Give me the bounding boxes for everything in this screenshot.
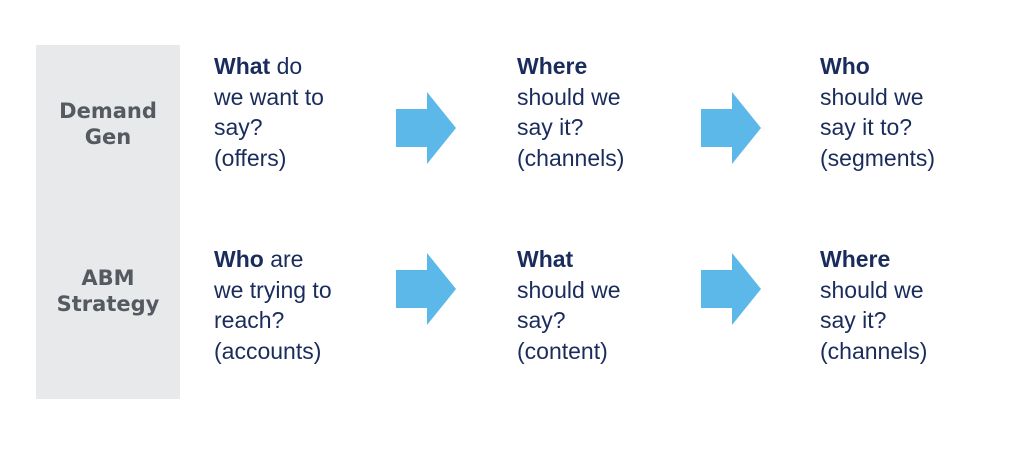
step-line: we trying to	[214, 276, 332, 303]
step-heading: Where	[820, 244, 927, 275]
row-label-abm-strategy: ABM Strategy	[36, 265, 180, 317]
step-keyword: What	[214, 53, 271, 79]
step-card: What do we want to say? (offers)	[214, 51, 324, 173]
step-heading: What	[517, 244, 621, 275]
step-line: (channels)	[820, 337, 928, 364]
step-line: say it?	[517, 114, 584, 140]
step-card: Who are we trying to reach? (accounts)	[214, 244, 332, 366]
step-line: should we	[820, 83, 924, 110]
row-label-line: Strategy	[56, 292, 160, 316]
step-line: should we	[517, 276, 621, 303]
right-arrow-icon	[396, 92, 456, 164]
step-heading: What do	[214, 51, 324, 82]
step-line: should we	[820, 276, 924, 303]
step-line: say?	[517, 307, 566, 333]
step-line: (segments)	[820, 144, 936, 171]
step-line: say it to?	[820, 114, 913, 140]
step-line: say?	[214, 114, 263, 140]
row-label-demand-gen: Demand Gen	[36, 98, 180, 150]
step-line: (offers)	[214, 144, 287, 171]
step-heading: Where	[517, 51, 624, 82]
step-line: reach?	[214, 307, 285, 333]
row-label-line: ABM	[81, 266, 135, 290]
step-keyword: Who	[820, 53, 870, 79]
right-arrow-icon	[396, 253, 456, 325]
step-keyword: Where	[820, 246, 891, 272]
step-card: What should we say? (content)	[517, 244, 621, 366]
right-arrow-icon	[701, 92, 761, 164]
step-line: say it?	[820, 307, 887, 333]
step-heading-rest: are	[263, 246, 304, 272]
step-line: (content)	[517, 337, 608, 364]
step-keyword: Where	[517, 53, 588, 79]
step-card: Where should we say it? (channels)	[517, 51, 624, 173]
step-line: we want to	[214, 83, 324, 110]
right-arrow-icon	[701, 253, 761, 325]
step-card: Who should we say it to? (segments)	[820, 51, 935, 173]
row-label-line: Demand	[59, 99, 157, 123]
step-keyword: What	[517, 246, 574, 272]
step-line: (channels)	[517, 144, 625, 171]
step-keyword: Who	[214, 246, 264, 272]
step-heading-rest: do	[270, 53, 303, 79]
step-card: Where should we say it? (channels)	[820, 244, 927, 366]
step-line: (accounts)	[214, 337, 322, 364]
step-line: should we	[517, 83, 621, 110]
step-heading: Who	[820, 51, 935, 82]
row-label-line: Gen	[84, 125, 132, 149]
row-label-panel	[36, 45, 180, 399]
step-heading: Who are	[214, 244, 332, 275]
